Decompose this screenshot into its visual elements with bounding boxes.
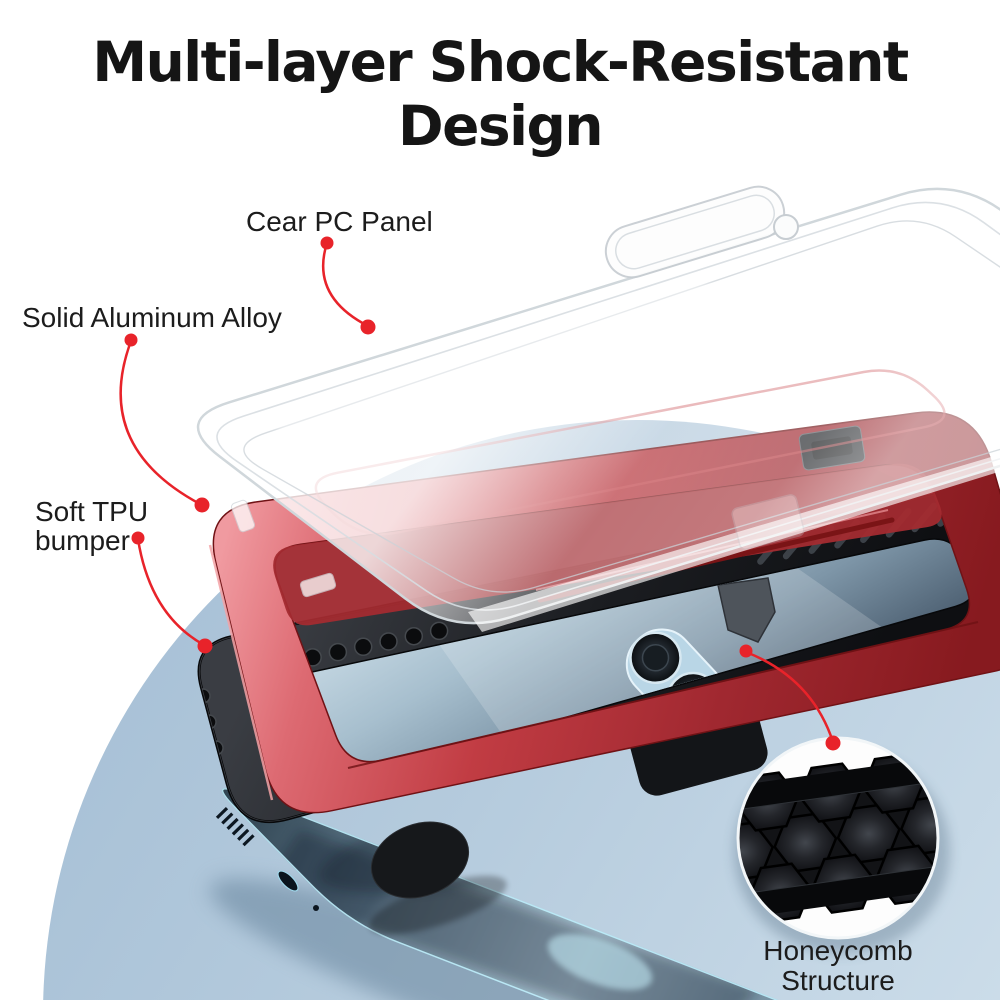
panel-tab (230, 499, 256, 533)
usb-port (277, 870, 299, 892)
kickstand-bracket (717, 577, 776, 643)
callout-label-solid-aluminum-alloy: Solid Aluminum Alloy (22, 302, 282, 333)
callout-label-soft-tpu-bumper: Soft TPU bumper (35, 497, 148, 555)
mic-hole (313, 905, 319, 911)
panel-tab (299, 572, 337, 598)
soft-tpu-line2: bumper (35, 525, 130, 556)
camera-cutout (604, 185, 786, 279)
callout-label-honeycomb-structure: Honeycomb Structure (698, 936, 978, 996)
honeycomb-inset (726, 736, 950, 954)
callout-line-honeycomb (745, 650, 835, 743)
page-title: Multi-layer Shock-Resistant Design (92, 30, 909, 158)
callout-line-solid-aluminum-alloy (119, 340, 201, 506)
callout-dots (124, 236, 841, 751)
corner-bumper (370, 821, 470, 899)
callout-line-soft-tpu-bumper (136, 538, 205, 647)
callout-line-clear-pc-panel (322, 242, 369, 328)
honeycomb-line2: Structure (781, 965, 895, 996)
phone-ground-shadow (209, 878, 831, 1000)
panel-window (731, 494, 805, 550)
clear-pc-panel-layer (197, 185, 1000, 632)
callout-lines (119, 242, 835, 743)
speaker-grille (215, 806, 255, 847)
callout-label-clear-pc-panel: Cear PC Panel (246, 206, 433, 237)
honeycomb-line1: Honeycomb (763, 935, 913, 966)
soft-tpu-line1: Soft TPU (35, 496, 149, 527)
panel-hole (773, 214, 799, 240)
